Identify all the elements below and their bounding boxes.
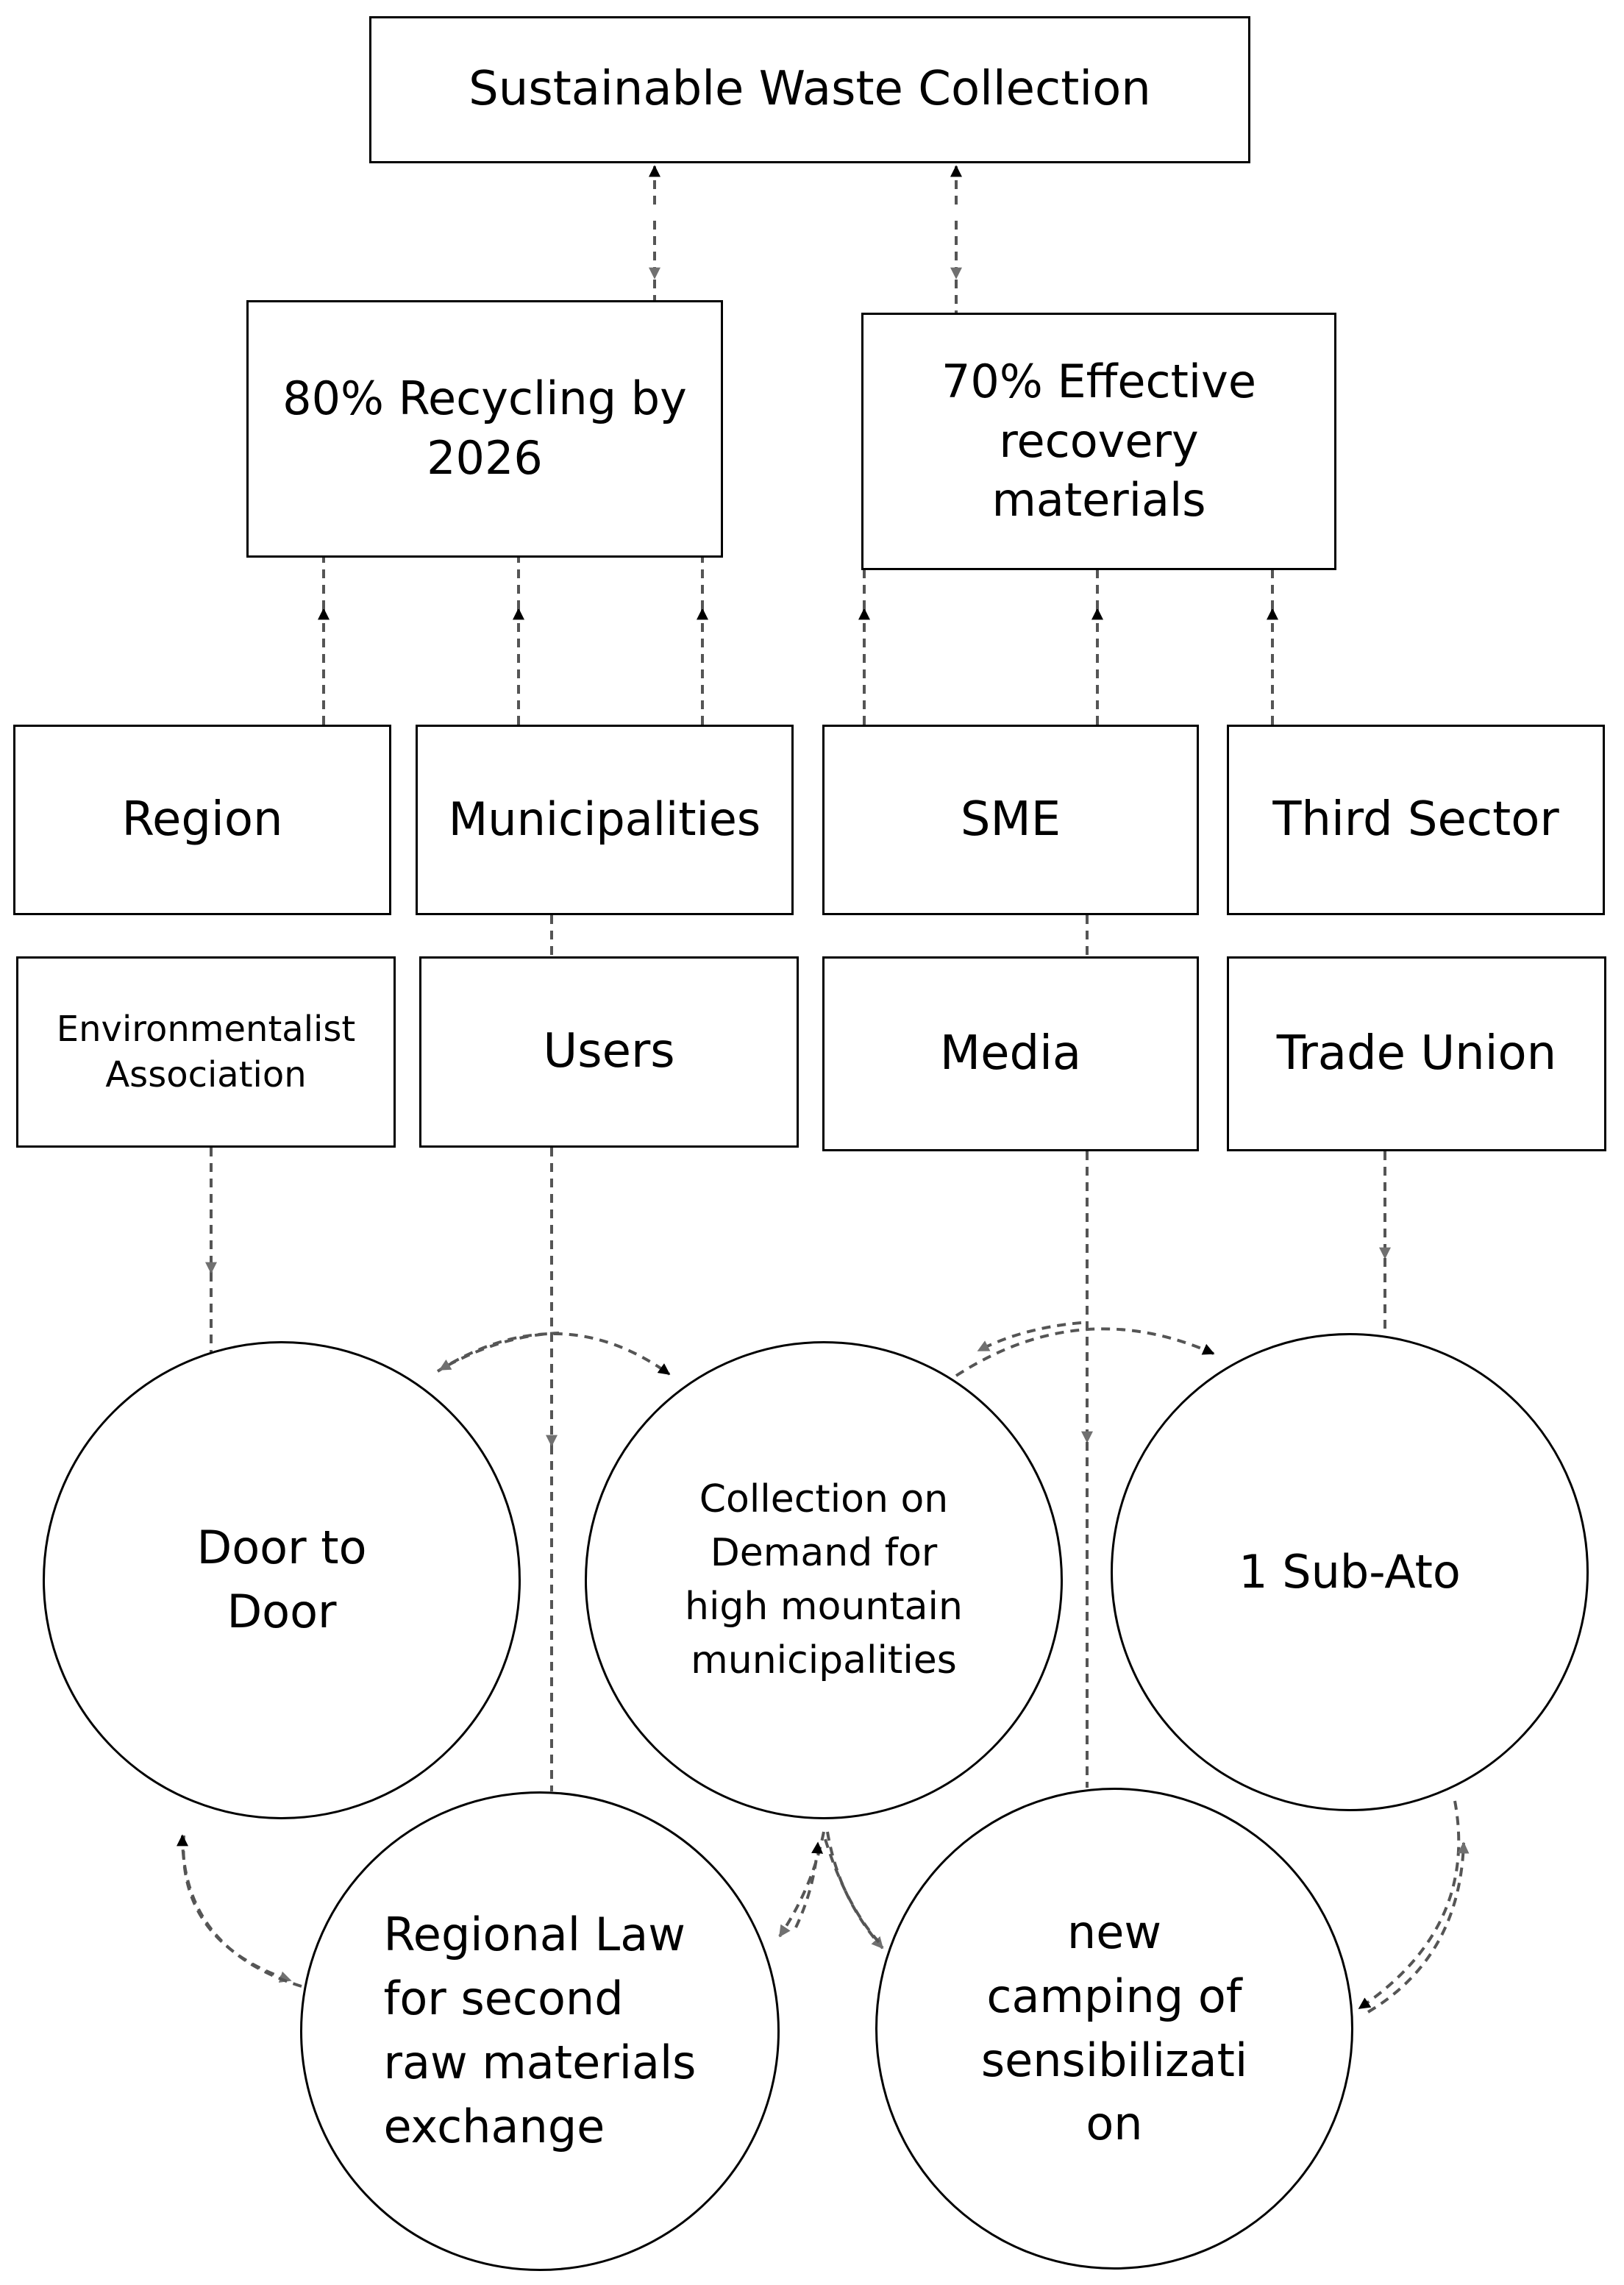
curve-demand-door xyxy=(438,1332,560,1371)
actor-media-text: Media xyxy=(939,1026,1082,1081)
arrow-law-demand xyxy=(794,1841,824,1928)
actor-users-text: Users xyxy=(543,1024,675,1079)
actor-users-box: Users xyxy=(419,956,799,1148)
action-camping-circle: new camping of sensibilizati on xyxy=(875,1788,1353,2270)
action-regional-law-circle: Regional Law for second raw materials ex… xyxy=(300,1791,780,2271)
actor-third-sector-box: Third Sector xyxy=(1227,725,1605,915)
goal-recycling-text: 80% Recycling by 2026 xyxy=(282,372,687,485)
action-collection-on-demand-circle: Collection on Demand for high mountain m… xyxy=(585,1341,1063,1819)
actor-sme-box: SME xyxy=(822,725,1199,915)
actor-municipalities-text: Municipalities xyxy=(448,792,761,847)
goal-recovery-box: 70% Effective recovery materials xyxy=(861,313,1336,570)
action-regional-law-text: Regional Law for second raw materials ex… xyxy=(383,1908,697,2153)
action-collection-on-demand-text: Collection on Demand for high mountain m… xyxy=(685,1477,963,1682)
actor-sme-text: SME xyxy=(960,792,1061,847)
actor-media-box: Media xyxy=(822,956,1199,1151)
actor-trade-union-text: Trade Union xyxy=(1276,1026,1557,1081)
actor-municipalities-box: Municipalities xyxy=(416,725,794,915)
curve-demand-subato xyxy=(955,1327,1215,1377)
action-door-to-door-circle: Door to Door xyxy=(43,1341,521,1819)
arrow-demand-law xyxy=(778,1831,825,1938)
action-sub-ato-text: 1 Sub-Ato xyxy=(1239,1544,1461,1599)
actor-environmentalist-text: Environmentalist Association xyxy=(56,1008,356,1095)
title-text: Sustainable Waste Collection xyxy=(469,62,1151,117)
action-door-to-door-text: Door to Door xyxy=(196,1521,367,1638)
action-camping-text: new camping of sensibilizati on xyxy=(980,1905,1248,2151)
actor-third-sector-text: Third Sector xyxy=(1272,792,1559,847)
curve-law-door xyxy=(177,1834,302,1988)
curve-subato-camping xyxy=(1358,1800,1461,2010)
curve-camping-subato xyxy=(1367,1841,1470,2014)
curve-door-demand xyxy=(436,1332,671,1376)
goal-recovery-text: 70% Effective recovery materials xyxy=(941,355,1256,527)
actor-trade-union-box: Trade Union xyxy=(1227,956,1606,1151)
goal-recycling-box: 80% Recycling by 2026 xyxy=(246,300,723,558)
title-box: Sustainable Waste Collection xyxy=(369,16,1250,163)
curve-door-law xyxy=(182,1835,292,1983)
curve-subato-demand xyxy=(977,1321,1082,1352)
action-sub-ato-circle: 1 Sub-Ato xyxy=(1111,1333,1589,1811)
actor-environmentalist-box: Environmentalist Association xyxy=(16,956,396,1148)
actor-region-box: Region xyxy=(13,725,391,915)
actor-region-text: Region xyxy=(121,792,283,847)
arrow-demand-camping xyxy=(826,1831,884,1950)
